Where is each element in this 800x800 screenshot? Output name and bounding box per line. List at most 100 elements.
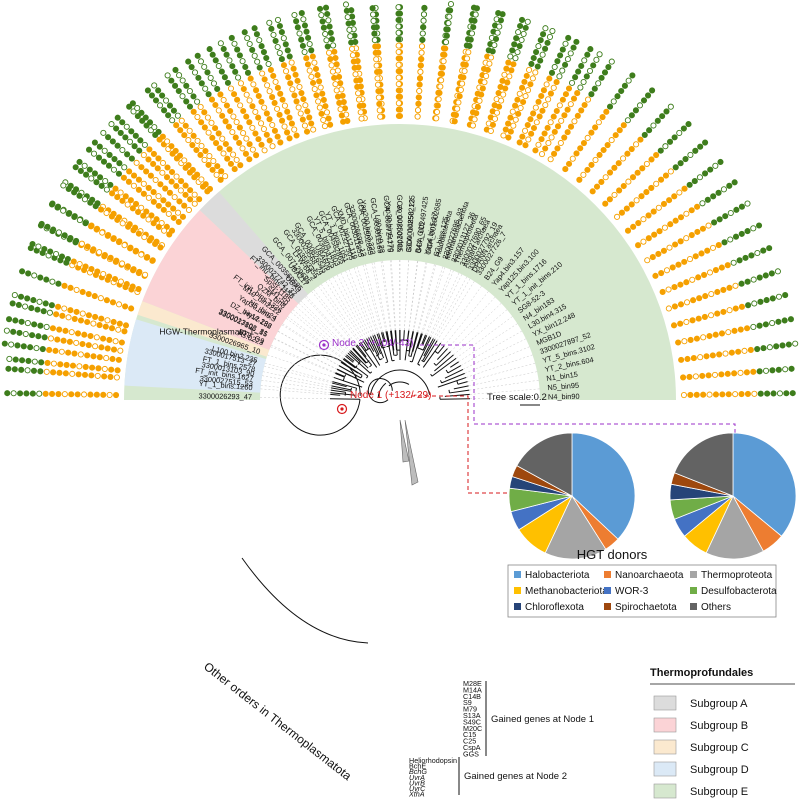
gene-presence-dot: [136, 268, 143, 275]
gene-presence-dot: [747, 346, 754, 353]
gene-presence-dot: [122, 322, 130, 329]
gene-presence-dot: [58, 253, 66, 260]
gene-presence-dot: [351, 64, 358, 71]
gene-presence-dot: [12, 317, 19, 324]
gene-presence-dot: [319, 18, 326, 25]
gene-presence-dot: [561, 112, 568, 119]
gene-presence-dot: [333, 87, 340, 94]
gene-presence-dot: [539, 51, 546, 58]
gene-presence-dot: [688, 231, 695, 239]
gene-presence-dot: [542, 45, 549, 52]
gene-presence-dot: [542, 101, 549, 109]
gene-presence-rings: [1, 1, 799, 399]
gene-presence-dot: [247, 75, 254, 82]
gene-label: M28E: [463, 679, 482, 688]
gene-presence-dot: [96, 322, 103, 329]
subgroup-legend-label: Subgroup E: [690, 786, 748, 798]
gene-presence-dot: [46, 346, 53, 353]
gene-presence-dot: [681, 185, 688, 192]
leaf-guide-line: [270, 346, 336, 374]
gene-presence-dot: [186, 127, 193, 134]
gene-presence-dot: [452, 111, 460, 119]
gene-presence-dot: [575, 68, 582, 75]
gene-presence-dot: [272, 37, 279, 44]
gene-presence-dot: [493, 109, 501, 116]
gene-presence-dot: [11, 292, 18, 299]
gene-presence-dot: [564, 129, 571, 136]
gene-presence-dot: [311, 86, 318, 93]
gene-presence-dot: [205, 161, 212, 168]
gene-presence-dot: [260, 126, 267, 133]
gene-presence-dot: [340, 118, 347, 125]
leaf-guide-line: [404, 260, 409, 331]
gene-presence-dot: [440, 58, 447, 65]
gene-presence-dot: [55, 303, 62, 310]
gene-presence-dot: [159, 159, 167, 167]
leaf-guide-line: [450, 303, 502, 352]
gene-presence-dot: [108, 213, 115, 220]
gene-presence-dot: [148, 92, 156, 99]
gene-presence-dot: [117, 189, 124, 196]
gene-presence-dot: [48, 201, 56, 208]
gene-presence-dot: [256, 64, 263, 71]
hgt-legend-label: Desulfobacterota: [701, 586, 777, 597]
subgroup-legend-swatch: [653, 695, 677, 711]
gene-presence-dot: [157, 244, 164, 251]
leaf-guide-line: [440, 286, 482, 344]
gene-presence-dot: [628, 145, 635, 153]
gene-presence-dot: [182, 122, 189, 129]
gene-presence-dot: [625, 77, 632, 84]
gene-presence-dot: [505, 120, 512, 127]
gene-presence-dot: [223, 102, 230, 109]
gene-presence-dot: [311, 59, 318, 66]
gene-presence-dot: [94, 372, 101, 379]
gene-presence-dot: [529, 75, 536, 82]
gene-presence-dot: [395, 100, 402, 107]
gene-presence-dot: [201, 63, 208, 70]
gene-presence-dot: [629, 72, 636, 79]
gene-presence-dot: [127, 197, 134, 204]
gene-presence-dot: [166, 102, 174, 109]
gene-presence-dot: [196, 196, 203, 203]
gene-presence-dot: [327, 29, 334, 36]
gene-presence-dot: [659, 113, 666, 120]
gene-presence-dot: [457, 86, 464, 93]
gene-presence-dot: [258, 98, 265, 105]
gene-presence-dot: [27, 344, 34, 351]
gene-presence-dot: [6, 355, 13, 362]
gene-presence-dot: [628, 201, 635, 208]
gene-presence-dot: [348, 45, 356, 52]
gene-presence-dot: [239, 58, 246, 65]
gene-presence-dot: [653, 180, 660, 187]
gene-presence-dot: [225, 123, 233, 130]
other-orders-arc: [241, 557, 369, 644]
gene-presence-dot: [293, 18, 300, 25]
gene-presence-dot: [731, 179, 738, 186]
gene-presence-dot: [629, 174, 637, 181]
gene-presence-dot: [39, 345, 46, 353]
gene-presence-dot: [316, 104, 323, 111]
gene-presence-dot: [750, 368, 757, 375]
gene-presence-dot: [168, 168, 176, 176]
gene-presence-dot: [202, 85, 209, 92]
gene-presence-dot: [473, 5, 480, 12]
subgroup-legend-label: Subgroup C: [690, 742, 749, 754]
pie-slice: [544, 495, 607, 560]
gene-presence-dot: [537, 57, 544, 64]
gene-presence-dot: [671, 193, 678, 200]
gene-presence-dot: [666, 244, 673, 251]
gene-presence-dot: [145, 156, 152, 163]
gene-presence-dot: [651, 231, 658, 238]
gene-presence-dot: [294, 24, 301, 31]
gene-presence-dot: [79, 340, 86, 348]
gene-presence-dot: [670, 322, 678, 329]
hgt-legend-swatch: [604, 587, 611, 594]
gene-presence-dot: [240, 85, 247, 93]
gene-presence-dot: [79, 310, 86, 317]
gene-presence-dot: [516, 90, 523, 97]
gene-presence-dot: [243, 113, 250, 120]
gene-presence-dot: [517, 104, 524, 111]
gene-presence-dot: [129, 283, 136, 290]
gene-presence-dot: [707, 166, 714, 173]
leaf-guide-line: [260, 388, 331, 395]
